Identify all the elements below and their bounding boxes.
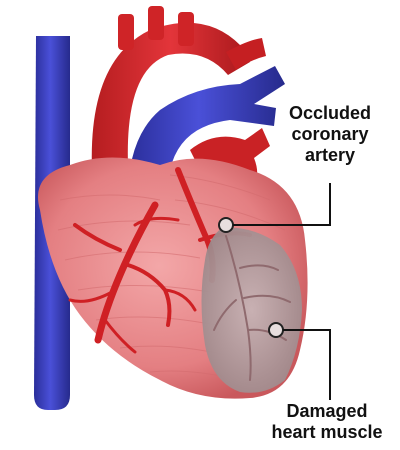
occluded-label-line-1: Occluded: [268, 103, 392, 124]
occluded-artery-label: Occluded coronary artery: [268, 103, 392, 166]
occluded-label-line-2: coronary: [268, 124, 392, 145]
occluded-label-line-3: artery: [268, 145, 392, 166]
damaged-muscle-label: Damaged heart muscle: [262, 401, 392, 443]
damaged-label-line-2: heart muscle: [262, 422, 392, 443]
damaged-label-line-1: Damaged: [262, 401, 392, 422]
